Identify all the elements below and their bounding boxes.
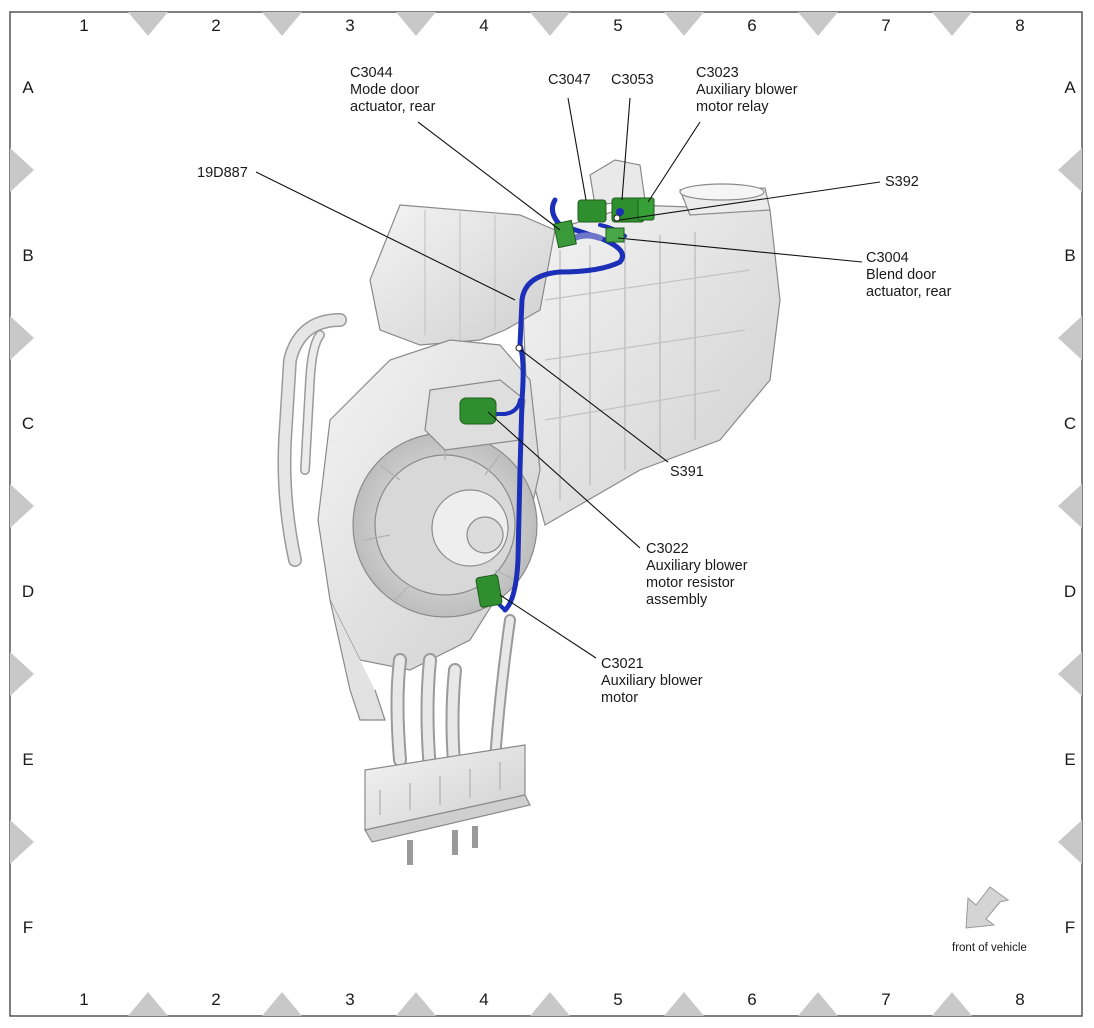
grid-column-bottom-4: 4: [479, 990, 488, 1009]
callout-c3053: C3053: [611, 72, 654, 88]
connector-c3023: [637, 197, 655, 221]
grid-row-right-E: E: [1064, 750, 1075, 769]
grid-row-left-A: A: [22, 78, 34, 97]
front-of-vehicle-label: front of vehicle: [952, 942, 1027, 954]
grid-marker-left-4: [10, 652, 34, 696]
grid-marker-top-6: [798, 12, 838, 36]
grid-column-top-2: 2: [211, 16, 220, 35]
grid-column-top-4: 4: [479, 16, 488, 35]
grid-marker-right-3: [1058, 484, 1082, 528]
grid-row-left-E: E: [22, 750, 33, 769]
grid-marker-bottom-6: [798, 992, 838, 1016]
grid-row-left-B: B: [22, 246, 33, 265]
grid-row-right-C: C: [1064, 414, 1076, 433]
grid-column-top-6: 6: [747, 16, 756, 35]
grid-marker-right-4: [1058, 652, 1082, 696]
grid-marker-bottom-1: [128, 992, 168, 1016]
connector-c3021: [475, 574, 503, 608]
grid-column-top-3: 3: [345, 16, 354, 35]
grid-marker-left-1: [10, 148, 34, 192]
grid-row-right-B: B: [1064, 246, 1075, 265]
grid-marker-right-5: [1058, 820, 1082, 864]
arrow-down-left-icon: [965, 886, 1010, 929]
connector-c3044: [553, 219, 577, 249]
grid-column-top-5: 5: [613, 16, 622, 35]
grid-row-right-F: F: [1065, 918, 1075, 937]
grid-row-left-D: D: [22, 582, 34, 601]
grid-marker-left-2: [10, 316, 34, 360]
connector-c3004: [605, 227, 625, 243]
grid-marker-top-3: [396, 12, 436, 36]
grid-marker-bottom-3: [396, 992, 436, 1016]
grid-marker-bottom-2: [262, 992, 302, 1016]
grid-row-right-A: A: [1064, 78, 1076, 97]
leader-lines: [255, 97, 881, 659]
grid-column-top-1: 1: [79, 16, 88, 35]
callout-s392: S392: [885, 174, 919, 190]
grid-column-bottom-8: 8: [1015, 990, 1024, 1009]
grid-marker-top-2: [262, 12, 302, 36]
grid-marker-top-1: [128, 12, 168, 36]
grid-marker-top-5: [664, 12, 704, 36]
grid-marker-bottom-4: [530, 992, 570, 1016]
grid-marker-bottom-5: [664, 992, 704, 1016]
grid-marker-top-4: [530, 12, 570, 36]
front-of-vehicle-indicator: front of vehicle: [952, 886, 1027, 954]
grid-column-bottom-2: 2: [211, 990, 220, 1009]
grid-column-bottom-7: 7: [881, 990, 890, 1009]
grid-column-bottom-6: 6: [747, 990, 756, 1009]
grid-marker-top-7: [932, 12, 972, 36]
grid-column-top-8: 8: [1015, 16, 1024, 35]
connector-c3022: [459, 397, 497, 425]
hvac-auxiliary-unit: [277, 159, 781, 865]
grid-row-left-F: F: [23, 918, 33, 937]
connector-c3047: [577, 199, 607, 223]
grid-marker-left-3: [10, 484, 34, 528]
splice-s392: [613, 214, 621, 222]
grid-marker-right-1: [1058, 148, 1082, 192]
upper-housing: [369, 204, 556, 346]
grid-marker-right-2: [1058, 316, 1082, 360]
grid-markers: [10, 12, 1082, 1016]
grid-column-bottom-3: 3: [345, 990, 354, 1009]
grid-column-bottom-5: 5: [613, 990, 622, 1009]
callout-19d887: 19D887: [197, 165, 248, 181]
grid-marker-bottom-7: [932, 992, 972, 1016]
callout-s391: S391: [670, 464, 704, 480]
grid-marker-left-5: [10, 820, 34, 864]
splice-s391: [515, 344, 523, 352]
evaporator-case: [519, 204, 781, 526]
callout-c3047: C3047: [548, 72, 591, 88]
connectors: [459, 197, 655, 608]
grid-row-right-D: D: [1064, 582, 1076, 601]
grid-column-top-7: 7: [881, 16, 890, 35]
grid-row-left-C: C: [22, 414, 34, 433]
grid-column-bottom-1: 1: [79, 990, 88, 1009]
